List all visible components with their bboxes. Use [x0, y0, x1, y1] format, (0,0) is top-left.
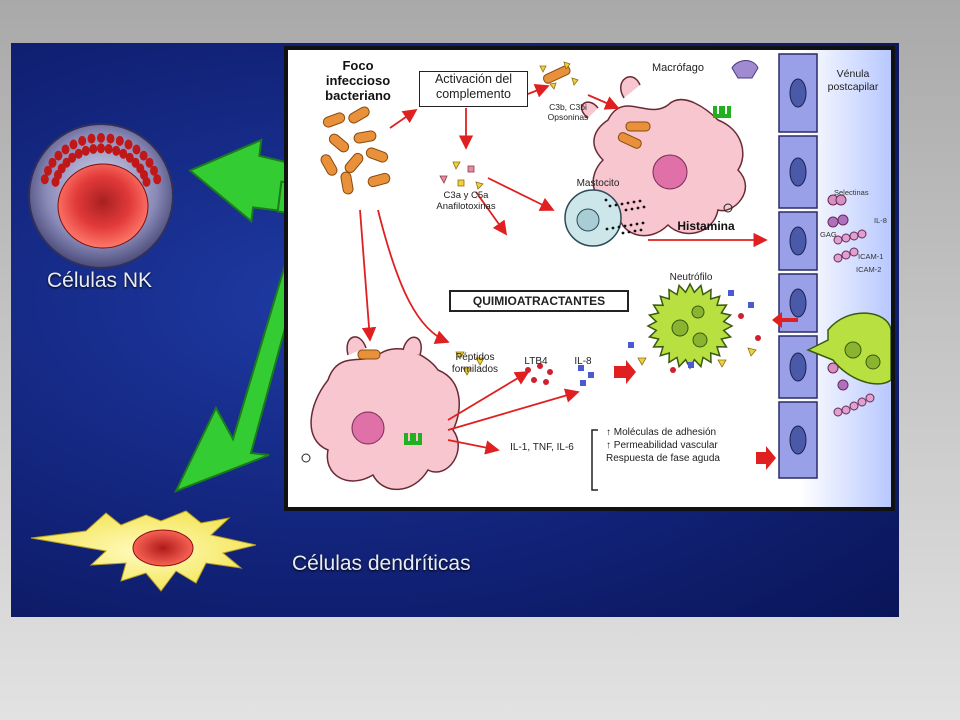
- dendritic-cell-caption: Células dendríticas: [292, 552, 471, 575]
- left-illustrations: [28, 123, 324, 592]
- label-effects: ↑ Moléculas de adhesión↑ Permeabilidad v…: [606, 427, 720, 464]
- macrophage-top-cell: [581, 60, 759, 237]
- macrophage-bottom-cell: [301, 336, 460, 491]
- bacteria-cluster: [320, 106, 391, 195]
- migrating-neutrophil: [806, 312, 891, 385]
- label-histamine: Histamina: [677, 219, 735, 233]
- label-cytokines: IL-1, TNF, IL-6: [510, 442, 574, 453]
- flow-arrows: [359, 83, 768, 455]
- anaphylatoxin-particles: [439, 161, 484, 190]
- adhesion-molecules: [827, 194, 875, 417]
- red-block-arrows: [614, 312, 798, 470]
- chemoattractant-particles: [455, 290, 761, 386]
- label-ltb4: LTB4: [524, 356, 548, 367]
- label-icam1: ICAM-1: [858, 252, 884, 261]
- label-selectins: Selectinas: [834, 188, 869, 197]
- label-neutrophil: Neutrófilo: [669, 272, 713, 283]
- label-il8: IL-8: [574, 356, 592, 367]
- neutrophil-cell: [646, 282, 734, 370]
- nk-cell-illustration: [28, 123, 174, 269]
- label-il8-receptor: IL-8: [874, 216, 887, 225]
- label-macrophage: Macrófago: [652, 62, 704, 74]
- nk-cell-caption: Células NK: [47, 269, 153, 292]
- label-gag: GAG: [820, 230, 837, 239]
- slide: Células NK Células dendríticas: [11, 43, 899, 617]
- label-icam2: ICAM-2: [856, 265, 882, 274]
- mast-cell: [564, 189, 646, 247]
- diagram-graphics: [301, 50, 891, 507]
- endothelium-cells: [778, 53, 818, 479]
- opsonin-particles: [539, 61, 579, 90]
- dendritic-cell-illustration: [30, 510, 257, 592]
- label-mast-cell: Mastocito: [576, 178, 620, 189]
- box-chemoattractants: QUIMIOATRACTANTES: [449, 290, 629, 312]
